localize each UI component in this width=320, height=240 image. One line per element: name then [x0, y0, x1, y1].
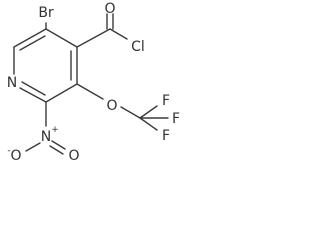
nitro-n-charge: + — [51, 125, 59, 135]
bond-cf3-f-top — [139, 105, 158, 119]
atom-f-bottom: F — [162, 128, 170, 144]
atom-ring-n: N — [7, 75, 17, 91]
atom-nitro-o-left: O — [10, 148, 21, 164]
atom-f-right: F — [172, 111, 180, 127]
atom-cl: Cl — [131, 39, 145, 55]
bond-c6-c5-inner — [19, 35, 46, 51]
bond-c6-c5 — [13, 28, 47, 48]
bond-cf3-f-bottom — [139, 117, 158, 131]
chemical-structure-diagram: Br O Cl N O F F F N + O - O — [7, 1, 180, 164]
bond-c4-carbonyl — [76, 28, 111, 48]
atom-nitro-n: N — [41, 129, 51, 145]
bond-ether-o-cf3 — [120, 106, 141, 119]
bond-c5-c4 — [45, 28, 78, 48]
bond-c2-n1-inner — [21, 81, 46, 96]
atom-nitro-o-right: O — [68, 148, 79, 164]
bond-nitro-n-o-right-b — [49, 145, 64, 155]
atom-f-top: F — [162, 93, 170, 109]
bond-carbonyl-cl — [109, 28, 128, 40]
atom-ether-o: O — [106, 98, 117, 114]
bond-nitro-n-o-left — [25, 142, 41, 152]
nitro-o-left-charge: - — [7, 146, 10, 156]
bond-nitro-n-o-right-a — [51, 140, 66, 150]
bond-c3-c2 — [45, 83, 78, 103]
bond-c3-ether-o — [76, 83, 104, 100]
bond-c2-n1 — [19, 87, 47, 103]
atom-br: Br — [38, 5, 54, 21]
atom-carbonyl-o: O — [104, 1, 115, 17]
